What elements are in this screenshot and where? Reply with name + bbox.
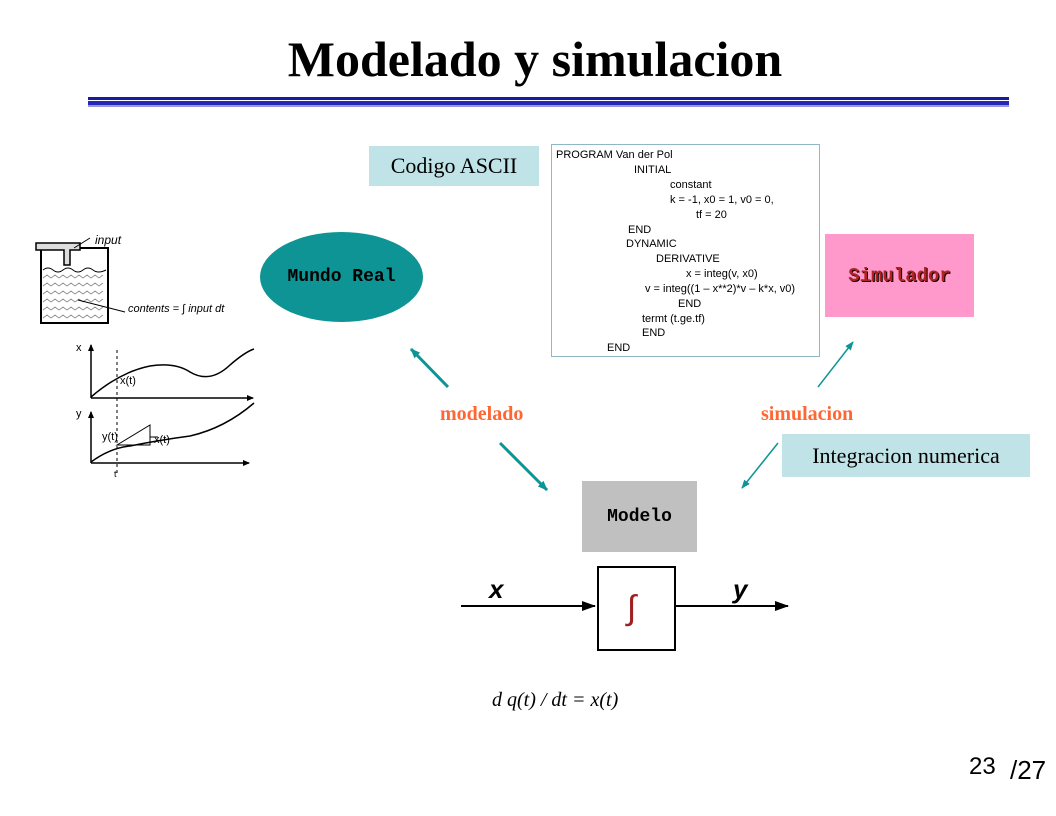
tank-contents-label: contents = ∫ input dt bbox=[128, 303, 225, 315]
xt-label: x(t) bbox=[120, 375, 136, 387]
node-simulador: Simulador bbox=[825, 234, 974, 317]
y-plot bbox=[88, 402, 255, 466]
code-line: END bbox=[678, 298, 702, 310]
integracion-numerica-label: Integracion numerica bbox=[782, 434, 1030, 477]
arrow-simulacion-to-modelo bbox=[741, 442, 779, 489]
tank-input-label: input bbox=[95, 233, 122, 247]
node-modelo: Modelo bbox=[582, 481, 697, 552]
arrow-modelo-to-mundo bbox=[409, 347, 450, 389]
edge-label-modelado: modelado bbox=[440, 403, 524, 425]
codigo-ascii-label: Codigo ASCII bbox=[369, 146, 539, 186]
code-line: DERIVATIVE bbox=[656, 253, 720, 265]
code-line: x = integ(v, x0) bbox=[686, 268, 758, 280]
x-plot bbox=[88, 344, 255, 475]
t-label: t bbox=[114, 469, 117, 479]
code-line: PROGRAM Van der Pol bbox=[556, 149, 673, 161]
code-line: tf = 20 bbox=[696, 209, 727, 221]
edge-label-simulacion: simulacion bbox=[761, 403, 854, 425]
page-total: /27 bbox=[1010, 755, 1047, 785]
code-line: END bbox=[628, 224, 652, 236]
integrator-block bbox=[461, 566, 789, 651]
integral-symbol: ∫ bbox=[625, 589, 638, 627]
tank-figure bbox=[35, 237, 126, 324]
page-title: Modelado y simulacion bbox=[287, 31, 783, 87]
code-line: INITIAL bbox=[634, 164, 672, 176]
block-input-label: x bbox=[487, 574, 505, 604]
equation: d q(t) / dt = x(t) bbox=[492, 689, 618, 712]
block-output-label: y bbox=[731, 574, 749, 604]
yt-label: y(t) bbox=[102, 431, 118, 443]
code-line: END bbox=[607, 342, 631, 354]
arrow-modelado-to-modelo bbox=[498, 441, 549, 492]
code-line: constant bbox=[670, 179, 712, 191]
equation-text: d q(t) / dt = x(t) bbox=[492, 689, 619, 711]
code-listing: PROGRAM Van der Pol INITIAL constant k =… bbox=[551, 144, 820, 357]
title-underline-shadow bbox=[88, 105, 1009, 107]
x-axis-label: x bbox=[76, 342, 82, 354]
node-mundo-real: Mundo Real bbox=[260, 232, 423, 322]
code-line: k = -1, x0 = 1, v0 = 0, bbox=[670, 194, 774, 206]
page-number: 23 bbox=[969, 753, 996, 780]
title-underline-thick bbox=[88, 101, 1009, 105]
xt-label-2: x(t) bbox=[154, 434, 170, 446]
arrow-to-simulador bbox=[817, 341, 854, 388]
code-line: v = integ((1 – x**2)*v – k*x, v0) bbox=[645, 283, 796, 295]
code-line: END bbox=[642, 327, 666, 339]
y-axis-label: y bbox=[76, 408, 82, 420]
title-underline bbox=[88, 97, 1009, 100]
code-line: termt (t.ge.tf) bbox=[642, 313, 705, 325]
code-line: DYNAMIC bbox=[626, 238, 677, 250]
